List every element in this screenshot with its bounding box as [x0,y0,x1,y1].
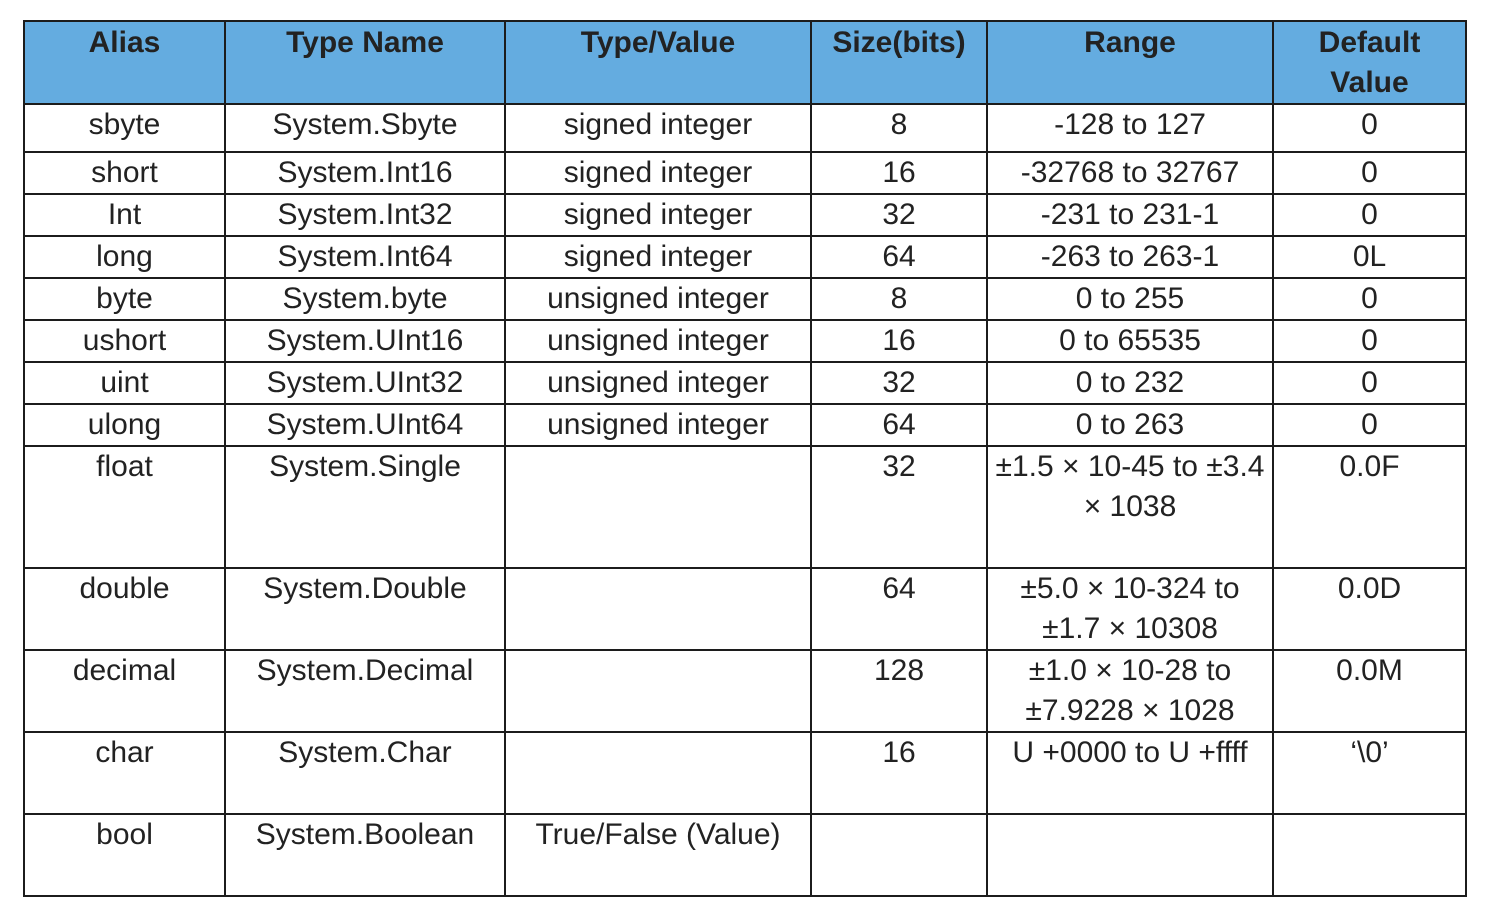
table-row: short System.Int16 signed integer 16 -32… [23,151,1467,195]
table-row: ushort System.UInt16 unsigned integer 16… [23,319,1467,363]
cell-range: -32768 to 32767 [986,151,1274,195]
header-type-value: Type/Value [504,20,812,105]
table-row: long System.Int64 signed integer 64 -263… [23,235,1467,279]
cell-type-value: unsigned integer [504,319,812,363]
cell-size-bits: 64 [810,567,988,651]
cell-alias: Int [23,193,226,237]
cell-alias: bool [23,813,226,897]
cell-range: -263 to 263-1 [986,235,1274,279]
cell-alias: short [23,151,226,195]
table-row: double System.Double 64 ±5.0 × 10-324 to… [23,567,1467,651]
cell-type-value: signed integer [504,193,812,237]
cell-size-bits [810,813,988,897]
cell-type-value: unsigned integer [504,361,812,405]
cell-type-name: System.UInt64 [224,403,506,447]
header-row: Alias Type Name Type/Value Size(bits) Ra… [23,20,1467,105]
cell-size-bits: 8 [810,103,988,153]
table-row: Int System.Int32 signed integer 32 -231 … [23,193,1467,237]
cell-default-value: 0.0D [1272,567,1467,651]
cell-default-value: ‘\0’ [1272,731,1467,815]
cell-type-value: signed integer [504,235,812,279]
cell-range: 0 to 65535 [986,319,1274,363]
cell-alias: ushort [23,319,226,363]
cell-type-name: System.Int32 [224,193,506,237]
cell-size-bits: 32 [810,445,988,569]
cell-default-value: 0 [1272,319,1467,363]
cell-default-value: 0L [1272,235,1467,279]
table-row: float System.Single 32 ±1.5 × 10-45 to ±… [23,445,1467,569]
cell-alias: float [23,445,226,569]
table-row: byte System.byte unsigned integer 8 0 to… [23,277,1467,321]
header-alias: Alias [23,20,226,105]
table-row: sbyte System.Sbyte signed integer 8 -128… [23,103,1467,153]
cell-alias: char [23,731,226,815]
cell-default-value [1272,813,1467,897]
table-row: uint System.UInt32 unsigned integer 32 0… [23,361,1467,405]
data-types-table: Alias Type Name Type/Value Size(bits) Ra… [23,20,1467,897]
cell-type-name: System.Int16 [224,151,506,195]
cell-size-bits: 32 [810,361,988,405]
cell-range: 0 to 263 [986,403,1274,447]
table-row: char System.Char 16 U +0000 to U +ffff ‘… [23,731,1467,815]
cell-default-value: 0 [1272,277,1467,321]
cell-size-bits: 16 [810,731,988,815]
cell-type-name: System.UInt16 [224,319,506,363]
cell-type-value: signed integer [504,151,812,195]
cell-alias: ulong [23,403,226,447]
cell-default-value: 0 [1272,403,1467,447]
cell-range: U +0000 to U +ffff [986,731,1274,815]
header-size-bits: Size(bits) [810,20,988,105]
table-row: bool System.Boolean True/False (Value) [23,813,1467,897]
cell-size-bits: 64 [810,403,988,447]
cell-size-bits: 128 [810,649,988,733]
cell-type-name: System.Int64 [224,235,506,279]
cell-size-bits: 64 [810,235,988,279]
cell-type-name: System.Double [224,567,506,651]
header-type-name: Type Name [224,20,506,105]
cell-range: ±5.0 × 10-324 to ±1.7 × 10308 [986,567,1274,651]
cell-range: ±1.5 × 10-45 to ±3.4 × 1038 [986,445,1274,569]
cell-default-value: 0 [1272,103,1467,153]
cell-default-value: 0 [1272,361,1467,405]
table-row: decimal System.Decimal 128 ±1.0 × 10-28 … [23,649,1467,733]
cell-range [986,813,1274,897]
cell-default-value: 0.0M [1272,649,1467,733]
cell-type-name: System.Boolean [224,813,506,897]
cell-alias: byte [23,277,226,321]
cell-range: -231 to 231-1 [986,193,1274,237]
cell-type-value: unsigned integer [504,403,812,447]
header-range: Range [986,20,1274,105]
cell-range: 0 to 232 [986,361,1274,405]
cell-size-bits: 16 [810,151,988,195]
cell-type-name: System.UInt32 [224,361,506,405]
cell-alias: double [23,567,226,651]
cell-default-value: 0 [1272,151,1467,195]
cell-type-name: System.Single [224,445,506,569]
header-default-value: Default Value [1272,20,1467,105]
cell-type-name: System.Sbyte [224,103,506,153]
cell-alias: uint [23,361,226,405]
cell-alias: long [23,235,226,279]
table-row: ulong System.UInt64 unsigned integer 64 … [23,403,1467,447]
cell-type-value: True/False (Value) [504,813,812,897]
cell-type-value [504,567,812,651]
cell-type-value [504,731,812,815]
cell-alias: decimal [23,649,226,733]
cell-size-bits: 8 [810,277,988,321]
cell-range: ±1.0 × 10-28 to ±7.9228 × 1028 [986,649,1274,733]
cell-type-value [504,445,812,569]
cell-size-bits: 32 [810,193,988,237]
cell-type-value: signed integer [504,103,812,153]
cell-type-name: System.byte [224,277,506,321]
cell-range: -128 to 127 [986,103,1274,153]
cell-alias: sbyte [23,103,226,153]
cell-default-value: 0.0F [1272,445,1467,569]
cell-type-name: System.Decimal [224,649,506,733]
cell-range: 0 to 255 [986,277,1274,321]
cell-type-value [504,649,812,733]
cell-type-value: unsigned integer [504,277,812,321]
cell-size-bits: 16 [810,319,988,363]
cell-type-name: System.Char [224,731,506,815]
cell-default-value: 0 [1272,193,1467,237]
